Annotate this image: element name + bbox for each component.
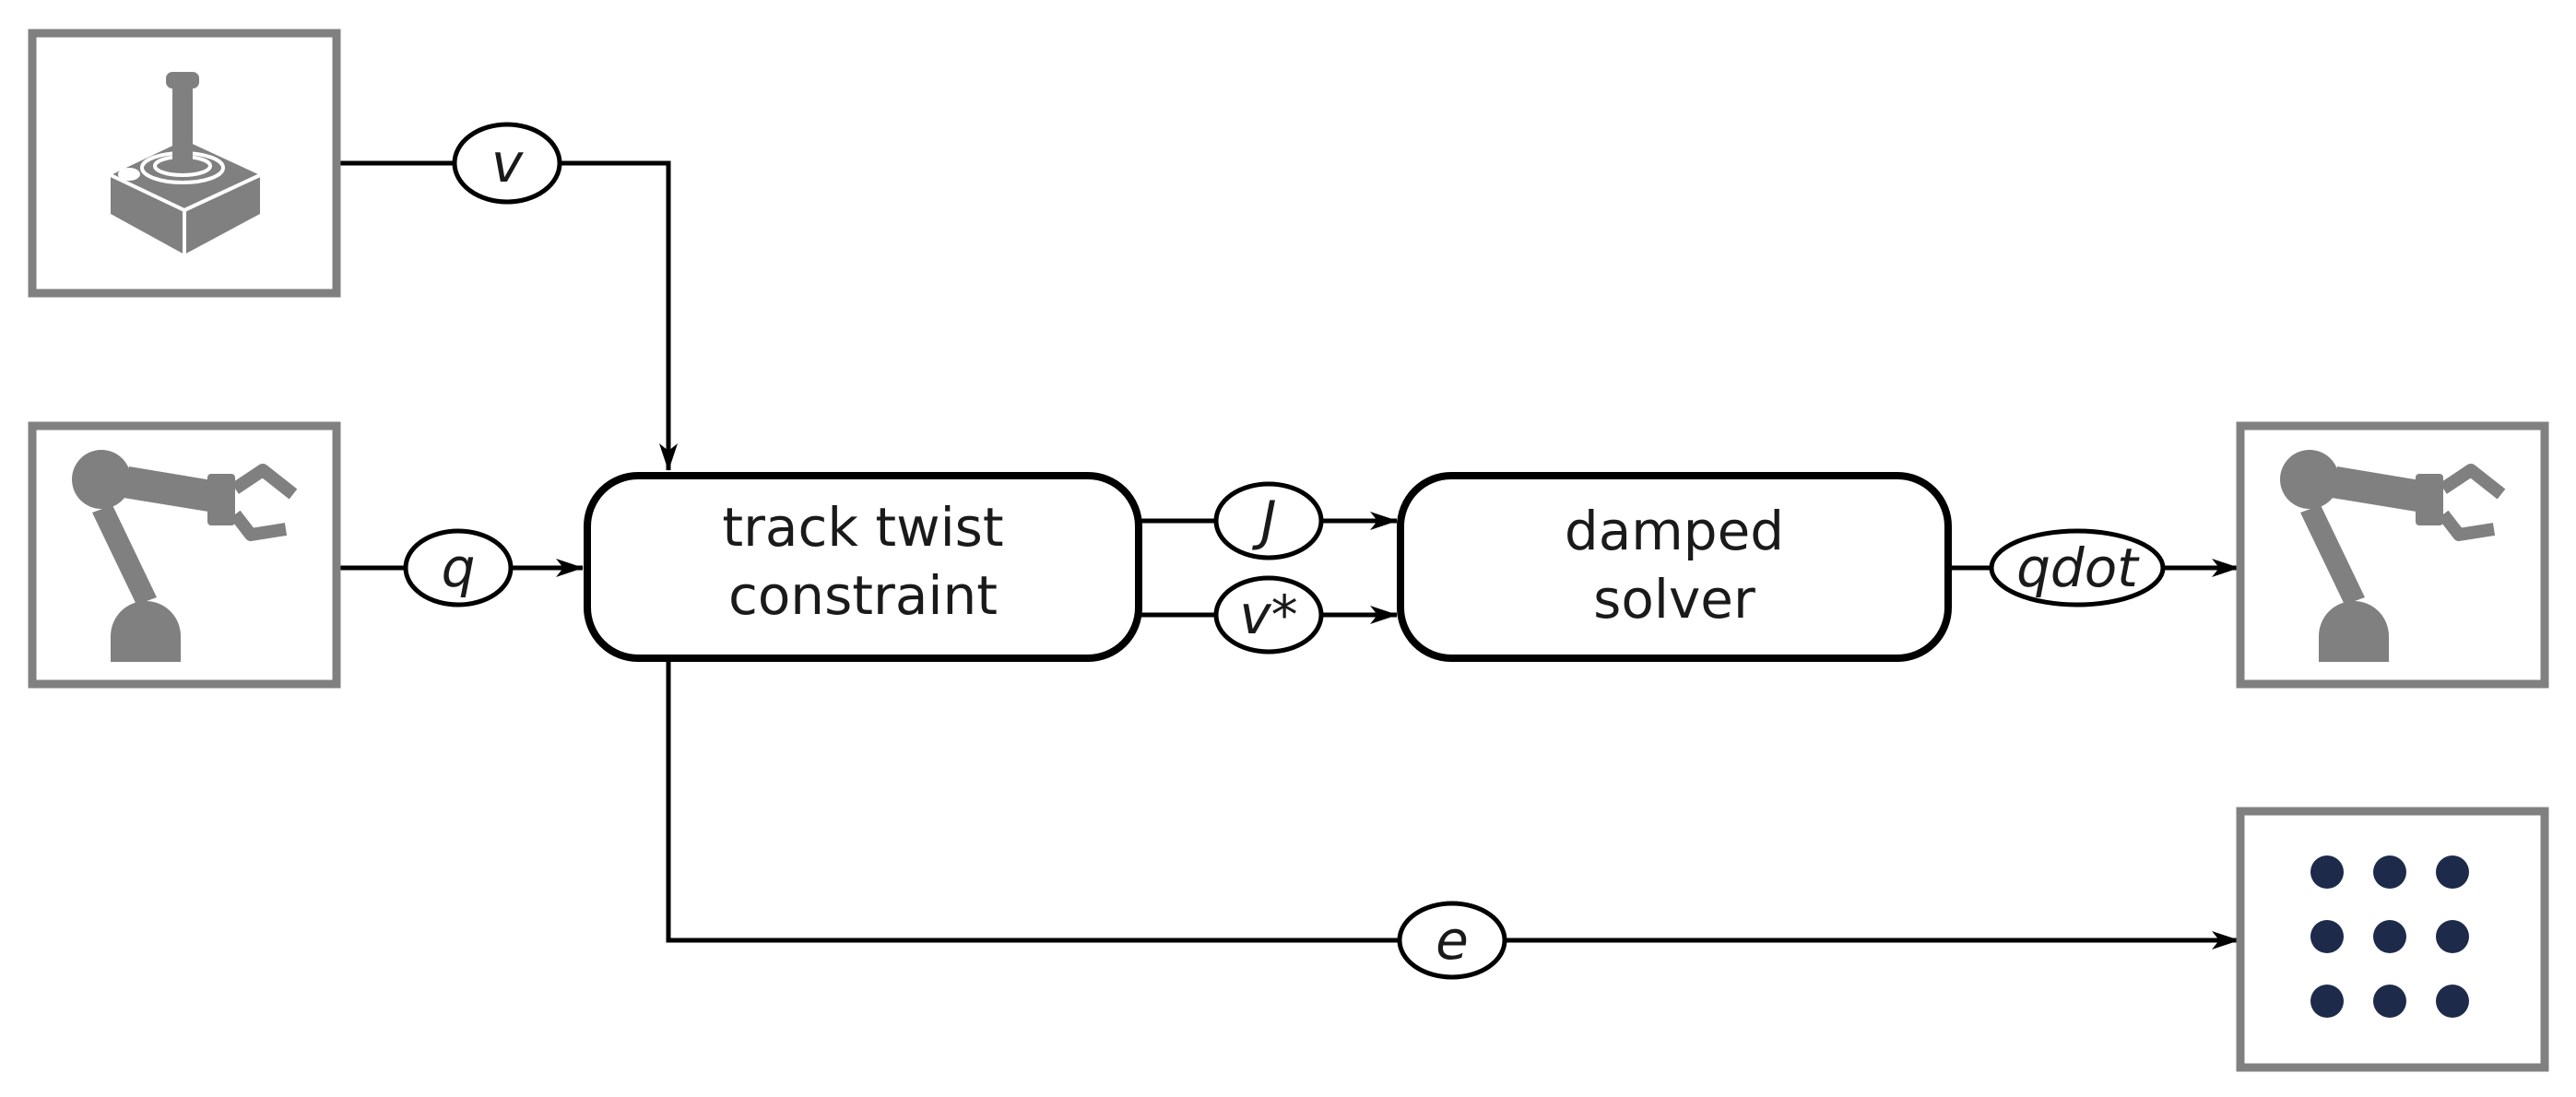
signal-e-label: e <box>1436 909 1469 972</box>
solver-block-label-line1: damped <box>1565 500 1784 562</box>
robot-input-frame <box>28 421 341 689</box>
signal-vstar-label: v* <box>1239 584 1297 646</box>
solver-block-label-line2: solver <box>1593 568 1755 631</box>
v-wire <box>337 160 678 471</box>
signal-qdot-label: qdot <box>2016 537 2140 599</box>
signal-v: v <box>452 122 562 205</box>
track-twist-constraint-block[interactable]: track twist constraint <box>584 472 1142 662</box>
error-output-frame <box>2236 807 2549 1072</box>
track-block-label-line2: constraint <box>728 564 998 627</box>
joystick-icon <box>110 72 261 254</box>
signal-q: q <box>403 528 514 607</box>
robot-arm-icon <box>2280 450 2506 662</box>
joystick-frame <box>28 29 341 298</box>
signal-v-label: v <box>491 132 525 195</box>
signal-vstar: v* <box>1213 575 1324 655</box>
damped-solver-block[interactable]: damped solver <box>1397 472 1952 662</box>
robot-output-frame <box>2236 421 2549 689</box>
signal-e: e <box>1397 901 1507 980</box>
signal-q-label: q <box>442 537 476 599</box>
robot-arm-icon <box>72 450 298 662</box>
signal-j: J <box>1213 481 1324 560</box>
e-wire <box>666 659 2239 950</box>
signal-qdot: qdot <box>1989 528 2166 607</box>
track-block-label-line1: track twist <box>722 496 1003 559</box>
dot-grid-icon <box>2310 855 2469 1018</box>
